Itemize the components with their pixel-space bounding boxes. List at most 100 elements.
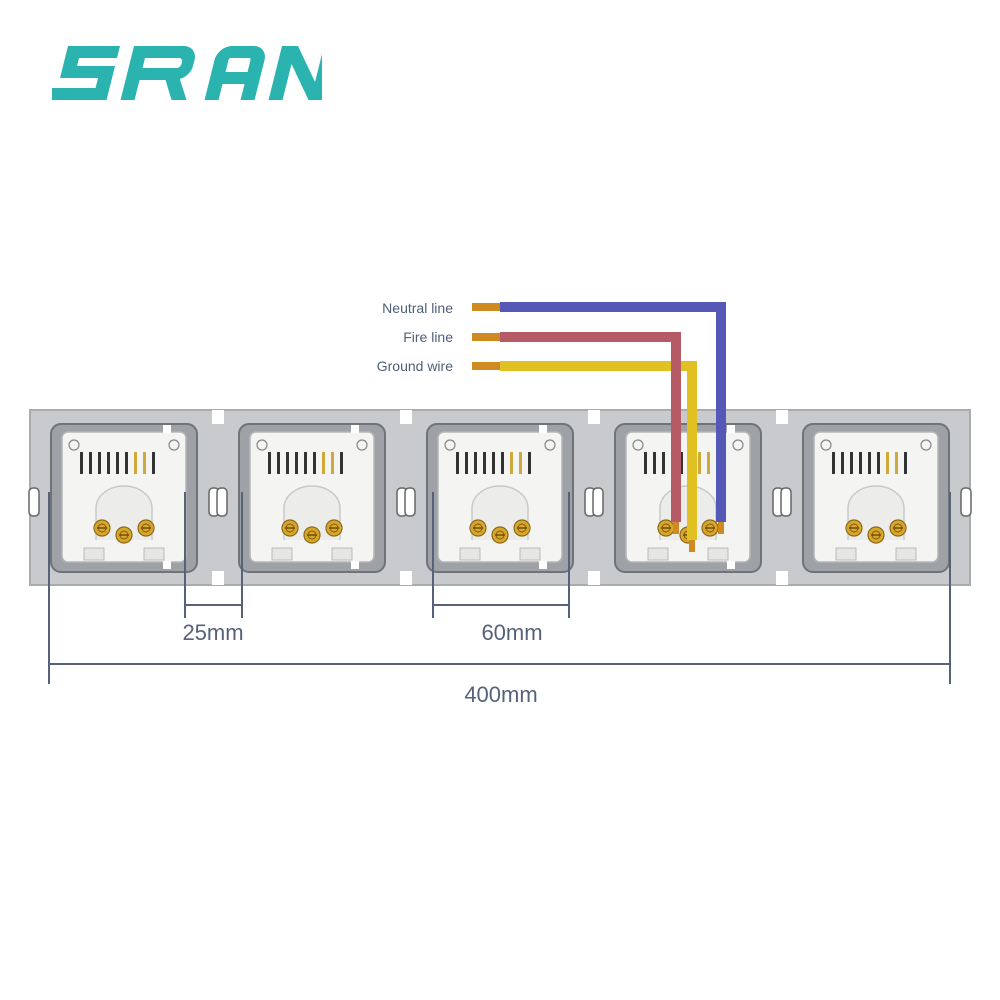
pin-hole bbox=[820, 439, 832, 451]
terminal-screw bbox=[93, 519, 111, 537]
vent-slot bbox=[313, 452, 316, 474]
socket-foot bbox=[143, 547, 165, 561]
pin-hole bbox=[356, 439, 368, 451]
vent-slot bbox=[904, 452, 907, 474]
mount-hole bbox=[351, 425, 359, 433]
pin-hole bbox=[68, 439, 80, 451]
pin-hole bbox=[256, 439, 268, 451]
plate-notch bbox=[212, 410, 224, 424]
mount-hole bbox=[539, 425, 547, 433]
vent-slot bbox=[304, 452, 307, 474]
socket-module bbox=[28, 423, 273, 573]
socket-module bbox=[163, 410, 461, 585]
brand-logo bbox=[52, 46, 322, 100]
vent-slot bbox=[653, 452, 656, 474]
vent-slot bbox=[644, 452, 647, 474]
terminal-screw bbox=[513, 519, 531, 537]
socket-foot bbox=[835, 547, 857, 561]
mount-slot bbox=[960, 487, 972, 517]
mount-hole bbox=[163, 561, 171, 569]
vent-slot bbox=[107, 452, 110, 474]
mount-slot bbox=[404, 487, 416, 517]
vent-slot bbox=[501, 452, 504, 474]
vent-slot bbox=[295, 452, 298, 474]
mount-hole bbox=[727, 425, 735, 433]
mount-slot bbox=[28, 487, 40, 517]
wire-label-neutral: Neutral line bbox=[382, 300, 453, 316]
mount-slot bbox=[216, 487, 228, 517]
wire-group bbox=[472, 302, 726, 552]
vent-slot bbox=[277, 452, 280, 474]
vent-slot bbox=[125, 452, 128, 474]
vent-slot bbox=[519, 452, 522, 474]
fire-wire bbox=[472, 332, 681, 534]
pin-hole bbox=[168, 439, 180, 451]
pin-hole bbox=[732, 439, 744, 451]
dimension-gap-label: 25mm bbox=[182, 620, 243, 645]
dimension-total-label: 400mm bbox=[464, 682, 537, 707]
vent-slot bbox=[483, 452, 486, 474]
vent-slot bbox=[850, 452, 853, 474]
socket-foot bbox=[895, 547, 917, 561]
socket-foot bbox=[707, 547, 729, 561]
socket-foot bbox=[647, 547, 669, 561]
vent-slot bbox=[868, 452, 871, 474]
vent-slot bbox=[80, 452, 83, 474]
dimension-module-label: 60mm bbox=[481, 620, 542, 645]
socket-module bbox=[727, 410, 972, 585]
vent-slot bbox=[322, 452, 325, 474]
pin-hole bbox=[632, 439, 644, 451]
plate-notch bbox=[588, 410, 600, 424]
plate-notch bbox=[400, 410, 412, 424]
terminal-screw bbox=[867, 526, 885, 544]
vent-slot bbox=[286, 452, 289, 474]
vent-slot bbox=[510, 452, 513, 474]
vent-slot bbox=[528, 452, 531, 474]
socket-foot bbox=[519, 547, 541, 561]
vent-slot bbox=[886, 452, 889, 474]
mount-hole bbox=[163, 425, 171, 433]
socket-foot bbox=[459, 547, 481, 561]
neutral-wire bbox=[472, 302, 726, 534]
wire-label-ground: Ground wire bbox=[377, 358, 453, 374]
terminal-screw bbox=[137, 519, 155, 537]
vent-slot bbox=[152, 452, 155, 474]
mount-hole bbox=[727, 561, 735, 569]
vent-slot bbox=[474, 452, 477, 474]
vent-slot bbox=[116, 452, 119, 474]
mount-hole bbox=[351, 561, 359, 569]
vent-slot bbox=[841, 452, 844, 474]
plate-notch bbox=[776, 410, 788, 424]
socket-foot bbox=[331, 547, 353, 561]
plate-notch bbox=[212, 571, 224, 585]
vent-slot bbox=[877, 452, 880, 474]
vent-slot bbox=[331, 452, 334, 474]
pin-hole bbox=[444, 439, 456, 451]
terminal-screw bbox=[281, 519, 299, 537]
vent-slot bbox=[707, 452, 710, 474]
vent-slot bbox=[465, 452, 468, 474]
vent-slot bbox=[859, 452, 862, 474]
plate-notch bbox=[776, 571, 788, 585]
socket-module bbox=[351, 410, 649, 585]
dimension-total bbox=[48, 492, 951, 684]
vent-slot bbox=[98, 452, 101, 474]
terminal-screw bbox=[657, 519, 675, 537]
vent-slot bbox=[895, 452, 898, 474]
dimension-module bbox=[432, 492, 570, 618]
terminal-screw bbox=[889, 519, 907, 537]
vent-slot bbox=[340, 452, 343, 474]
wire-label-fire: Fire line bbox=[403, 329, 453, 345]
ground-wire bbox=[472, 361, 697, 552]
dimension-gap bbox=[184, 492, 243, 618]
socket-foot bbox=[271, 547, 293, 561]
pin-hole bbox=[544, 439, 556, 451]
vent-slot bbox=[134, 452, 137, 474]
vent-slot bbox=[680, 452, 683, 474]
socket-foot bbox=[83, 547, 105, 561]
terminal-screw bbox=[325, 519, 343, 537]
mount-slot bbox=[592, 487, 604, 517]
vent-slot bbox=[662, 452, 665, 474]
